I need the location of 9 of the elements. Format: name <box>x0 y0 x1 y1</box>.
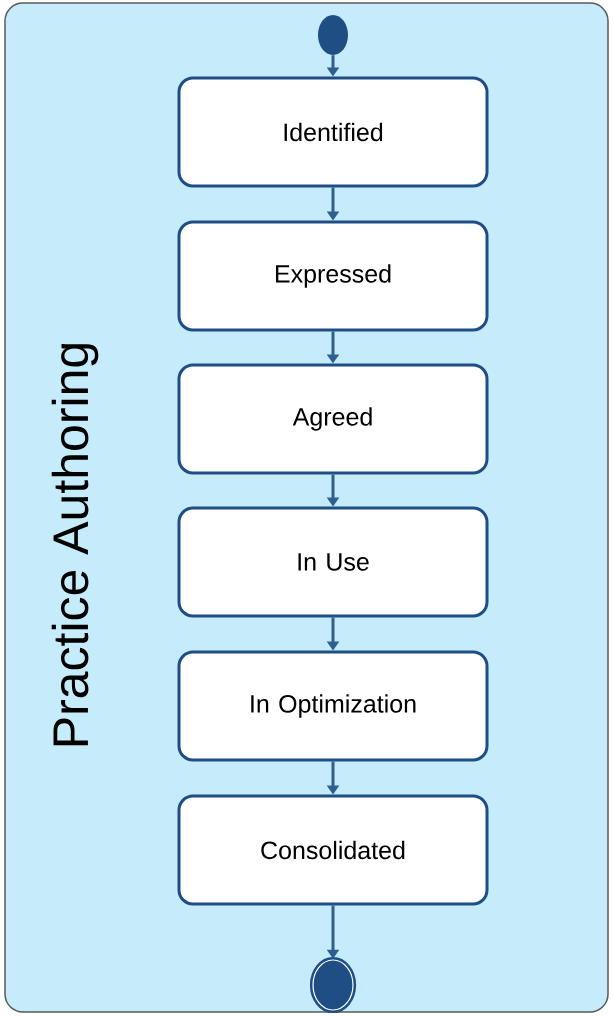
state-box: In Use <box>177 506 489 618</box>
state-box: Agreed <box>177 363 489 475</box>
state-box: In Optimization <box>177 650 489 762</box>
state-box: Expressed <box>177 220 489 332</box>
final-state <box>309 956 357 1014</box>
lane-title: Practice Authoring <box>51 344 99 746</box>
state-box: Identified <box>177 76 489 188</box>
initial-state <box>318 15 348 55</box>
state-box: Consolidated <box>177 794 489 906</box>
